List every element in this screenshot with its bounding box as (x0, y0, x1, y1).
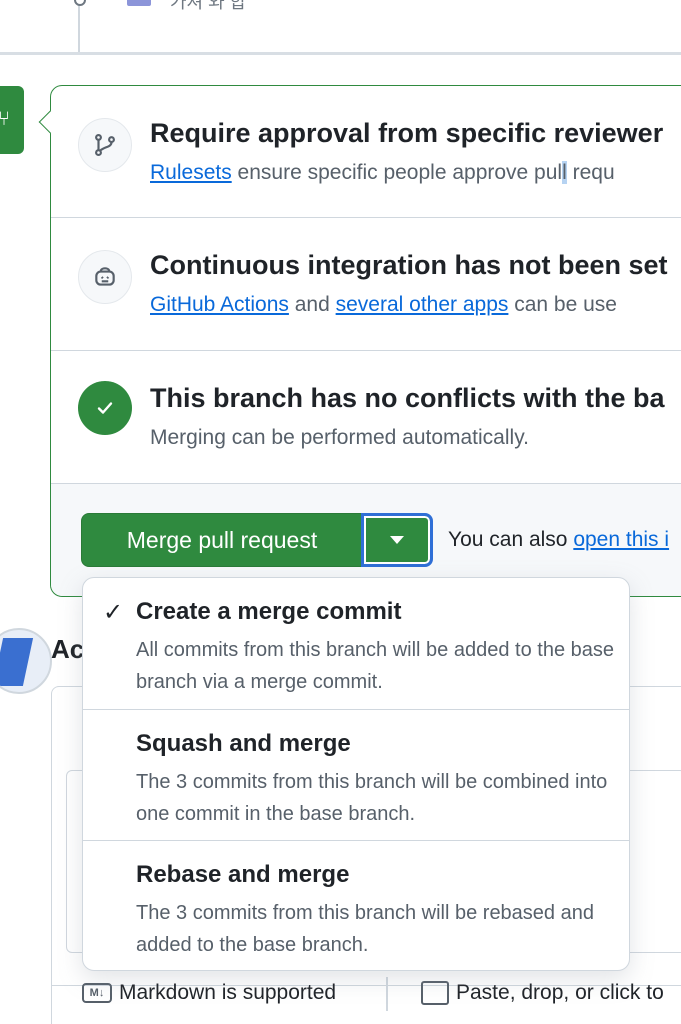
section-continuous-integration: Continuous integration has not been set … (51, 218, 681, 351)
timeline-line (78, 0, 80, 52)
merge-method-dropdown-button[interactable] (361, 513, 433, 567)
check-icon: ✓ (103, 599, 124, 626)
markdown-supported-link[interactable]: Markdown is supported (119, 981, 337, 1004)
menu-item-title: Squash and merge (136, 730, 351, 757)
conflicts-title: This branch has no conflicts with the ba (150, 383, 665, 413)
approval-text-b: requ (566, 161, 615, 184)
menu-item-squash-and-merge[interactable]: Squash and merge The 3 commits from this… (83, 709, 629, 840)
section-required-reviewers: Require approval from specific reviewer … (51, 86, 681, 218)
ci-text-mid: and (288, 293, 336, 316)
github-actions-link[interactable]: GitHub Actions (150, 293, 289, 316)
ci-text-tail: can be use (508, 293, 617, 316)
section-no-conflicts: This branch has no conflicts with the ba… (51, 351, 681, 484)
activity-heading: Ac (51, 634, 85, 664)
menu-item-rebase-and-merge[interactable]: Rebase and merge The 3 commits from this… (83, 840, 629, 972)
ci-subtitle: GitHub Actions and several other apps ca… (150, 293, 617, 317)
open-this-link[interactable]: open this i (573, 528, 670, 551)
comment-footer (51, 972, 681, 1024)
merge-status-badge: ⑂ (0, 86, 24, 154)
avatar-fragment (127, 0, 151, 6)
timeline-dot (74, 0, 86, 6)
footer-divider (386, 977, 388, 1011)
image-icon (421, 981, 449, 1005)
menu-item-title: Rebase and merge (136, 861, 350, 888)
approval-title: Require approval from specific reviewer (150, 118, 664, 148)
git-merge-icon: ⑂ (0, 108, 10, 130)
menu-item-title: Create a merge commit (136, 598, 402, 625)
check-circle-icon (78, 381, 132, 435)
faint-text: 가져 와 합 (170, 0, 247, 12)
approval-text-highlight: l (562, 161, 567, 184)
rulesets-link[interactable]: Rulesets (150, 161, 232, 184)
menu-item-create-merge-commit[interactable]: ✓ Create a merge commit All commits from… (83, 578, 629, 709)
attach-files-label[interactable]: Paste, drop, or click to (456, 981, 664, 1004)
triangle-down-icon (390, 536, 404, 544)
also-open-text: You can also open this i (448, 528, 669, 552)
git-branch-icon (78, 118, 132, 172)
ci-title: Continuous integration has not been set (150, 250, 668, 280)
menu-item-description: The 3 commits from this branch will be r… (136, 902, 594, 956)
approval-text-a: ensure specific people approve pul (231, 161, 563, 184)
markdown-icon: M↓ (82, 983, 112, 1003)
also-text: You can also (448, 528, 574, 551)
merge-pull-request-button[interactable]: Merge pull request (81, 513, 363, 567)
merge-method-menu: ✓ Create a merge commit All commits from… (82, 577, 630, 971)
merge-box: Require approval from specific reviewer … (38, 85, 681, 597)
divider (0, 52, 681, 55)
timeline-top-fragment: 가져 와 합 (0, 0, 681, 56)
robot-icon (78, 250, 132, 304)
other-apps-link[interactable]: several other apps (335, 293, 509, 316)
approval-subtitle: Rulesets ensure specific people approve … (150, 161, 615, 185)
conflicts-subtitle: Merging can be performed automatically. (150, 426, 529, 449)
menu-item-description: The 3 commits from this branch will be c… (136, 771, 608, 825)
menu-item-description: All commits from this branch will be add… (136, 639, 614, 693)
user-avatar (0, 628, 52, 694)
